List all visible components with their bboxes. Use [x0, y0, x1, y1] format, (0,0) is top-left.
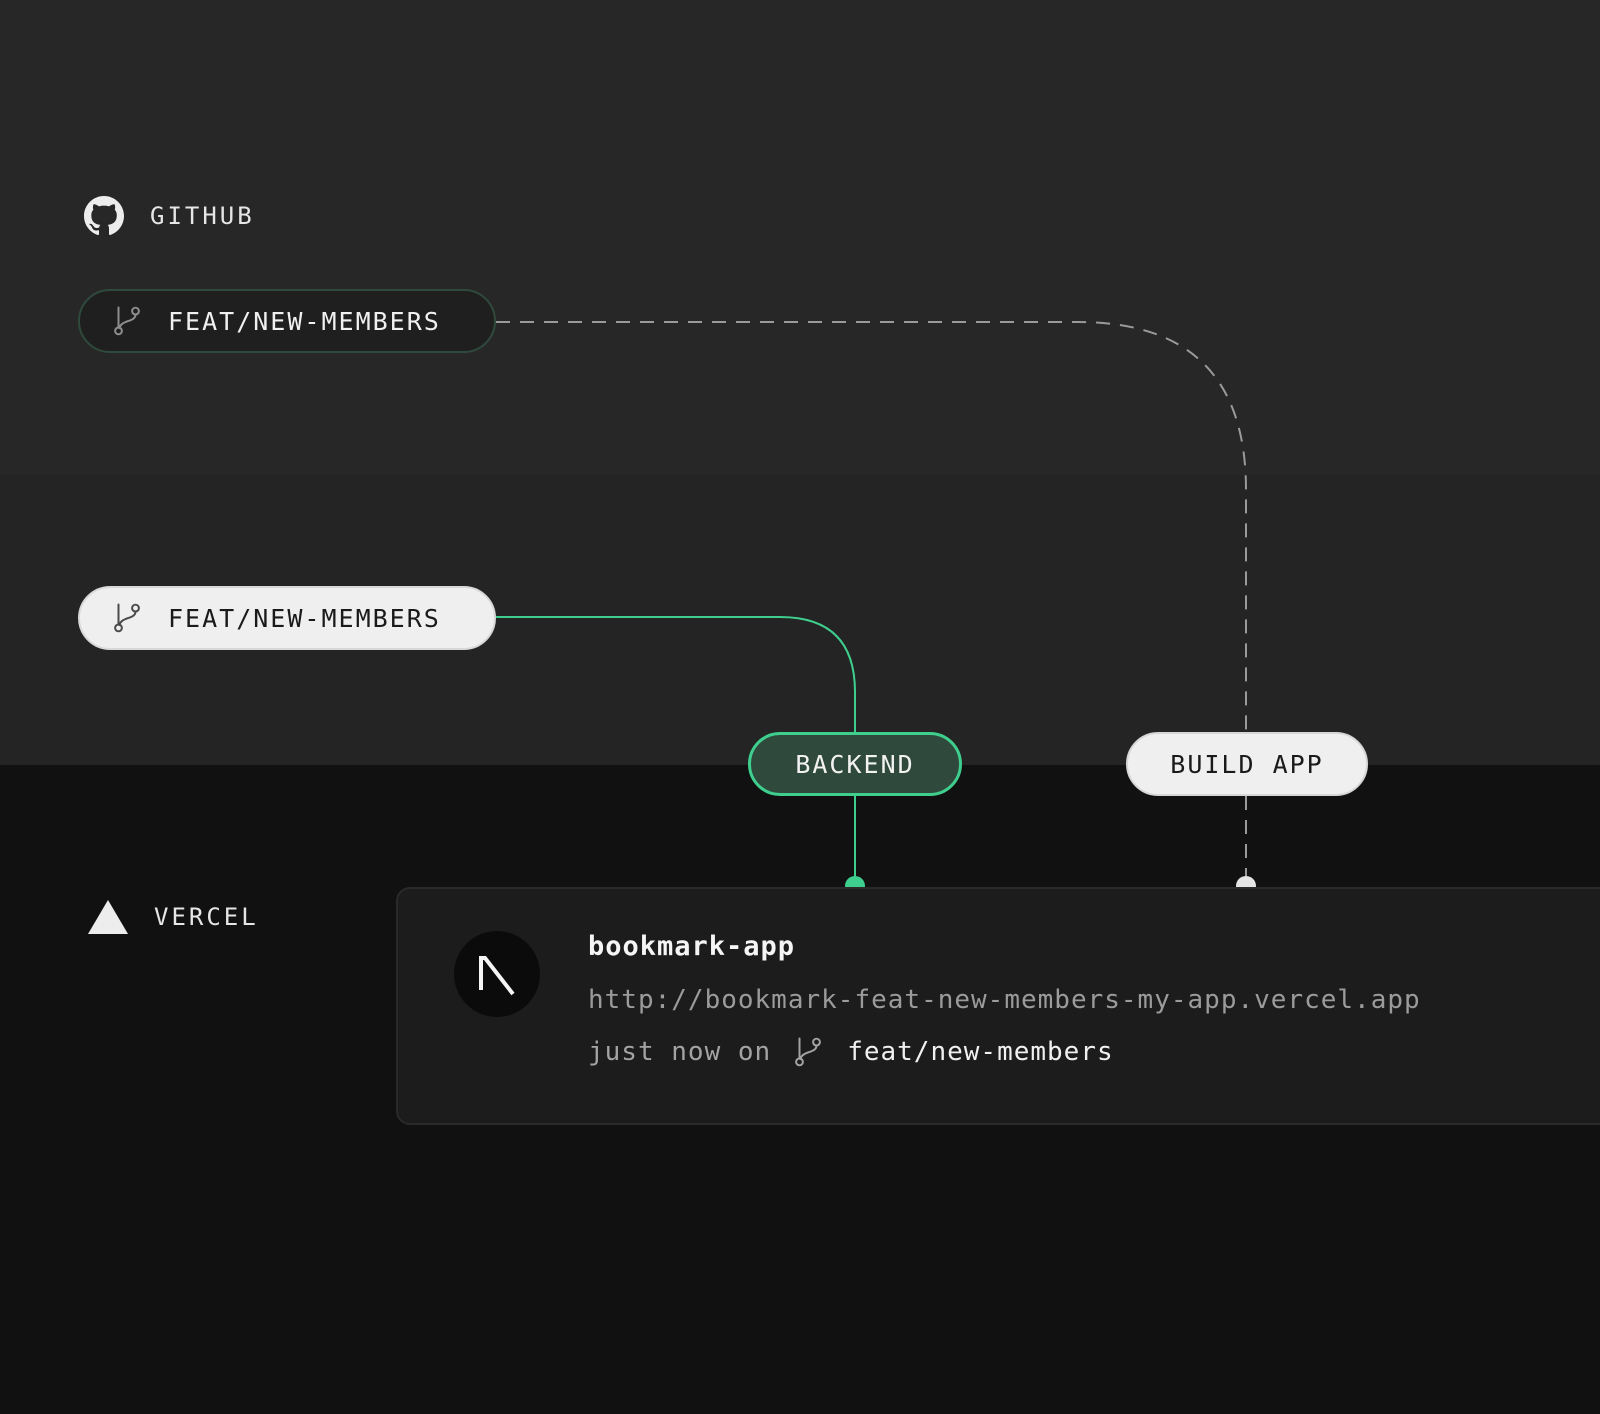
deployment-url[interactable]: http://bookmark-feat-new-members-my-app.… — [588, 985, 1421, 1015]
dashed-connector-build — [496, 321, 1247, 732]
build-app-tag-label: BUILD APP — [1170, 749, 1324, 779]
vercel-section-label: VERCEL — [88, 900, 259, 934]
branch-pill-github[interactable]: FEAT/NEW-MEMBERS — [78, 289, 496, 353]
branch-pill-label: FEAT/NEW-MEMBERS — [168, 603, 441, 633]
github-icon — [84, 196, 124, 236]
github-band — [0, 0, 1600, 475]
branch-pill-label: FEAT/NEW-MEMBERS — [168, 306, 441, 336]
deployment-card[interactable]: bookmark-app http://bookmark-feat-new-me… — [396, 887, 1600, 1125]
git-branch-icon — [791, 1035, 825, 1069]
deployment-meta: just now on feat/new-members — [588, 1035, 1114, 1069]
branch-pill-preview[interactable]: FEAT/NEW-MEMBERS — [78, 586, 496, 650]
github-label-text: GITHUB — [150, 202, 255, 230]
project-name[interactable]: bookmark-app — [588, 931, 796, 962]
git-branch-icon — [110, 601, 144, 635]
deployment-branch[interactable]: feat/new-members — [847, 1037, 1114, 1067]
github-section-label: GITHUB — [84, 196, 255, 236]
backend-tag-label: BACKEND — [795, 749, 915, 779]
vercel-triangle-icon — [88, 900, 128, 934]
green-connector-backend — [496, 616, 856, 732]
build-app-tag[interactable]: BUILD APP — [1126, 732, 1368, 796]
git-branch-icon — [110, 304, 144, 338]
nextjs-logo-icon — [454, 931, 540, 1017]
vercel-label-text: VERCEL — [154, 903, 259, 931]
deployment-time: just now on — [588, 1037, 772, 1067]
backend-tag[interactable]: BACKEND — [748, 732, 962, 796]
